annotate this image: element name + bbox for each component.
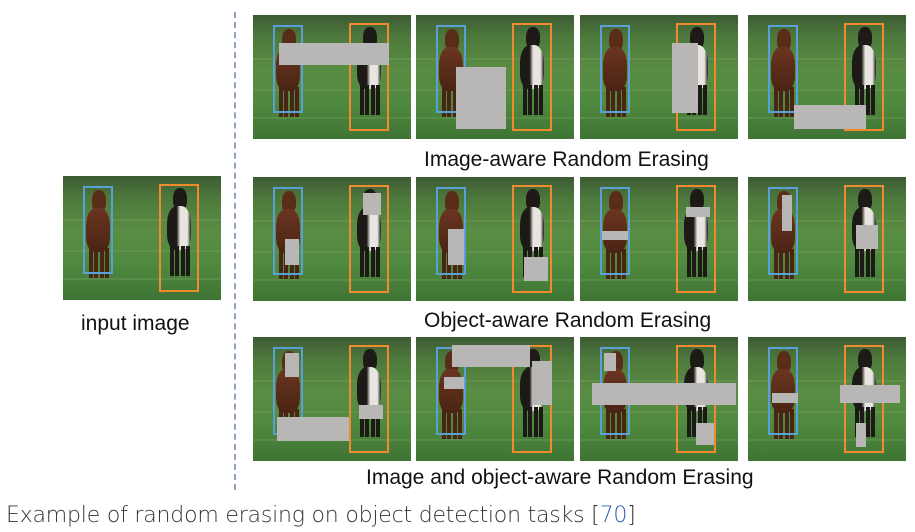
brown-horse	[437, 351, 465, 441]
augmented-panel-r3-c2	[416, 337, 574, 461]
right-bounding-box	[512, 23, 552, 131]
input-image-caption: input image	[81, 312, 190, 335]
augmented-panel-r3-c4	[748, 337, 906, 461]
right-bounding-box	[159, 184, 199, 292]
left-bounding-box	[600, 187, 630, 275]
erase-patch	[686, 207, 710, 217]
erase-patch	[604, 353, 616, 371]
erase-patch	[772, 393, 798, 403]
pinto-horse	[165, 188, 193, 278]
augmented-panel-r1-c2	[416, 15, 574, 139]
row3-caption: Image and object-aware Random Erasing	[366, 466, 754, 489]
erase-patch	[363, 193, 381, 215]
augmented-panel-r1-c3	[580, 15, 738, 139]
footer-text: Example of random erasing on object dete…	[6, 503, 600, 528]
right-bounding-box	[844, 185, 884, 293]
figure-footer-caption: Example of random erasing on object dete…	[6, 503, 636, 528]
left-bounding-box	[768, 25, 798, 113]
erase-patch	[794, 105, 866, 129]
erase-patch	[524, 257, 548, 281]
left-bounding-box	[600, 25, 630, 113]
erase-patch	[277, 417, 349, 441]
right-bounding-box	[349, 23, 389, 131]
right-bounding-box	[349, 345, 389, 453]
left-bounding-box	[273, 25, 303, 113]
right-bounding-box	[844, 23, 884, 131]
left-bounding-box	[768, 187, 798, 275]
left-bounding-box	[273, 187, 303, 275]
erase-patch	[456, 67, 506, 129]
left-bounding-box	[83, 186, 113, 274]
erase-patch	[359, 405, 383, 419]
augmented-panel-r3-c3	[580, 337, 738, 461]
augmented-panel-r3-c1	[253, 337, 411, 461]
brown-horse	[769, 29, 797, 119]
row1-caption: Image-aware Random Erasing	[424, 148, 709, 171]
dashed-divider	[234, 12, 236, 490]
pinto-horse	[850, 27, 878, 117]
figure: input image Image-aware Random Erasing O…	[63, 12, 906, 490]
input-image-panel	[63, 176, 221, 300]
pinto-horse	[518, 27, 546, 117]
left-bounding-box	[768, 347, 798, 435]
augmented-panel-r2-c4	[748, 177, 906, 301]
erase-patch	[696, 423, 714, 445]
right-bounding-box	[349, 185, 389, 293]
augmented-panel-r1-c1	[253, 15, 411, 139]
erase-patch	[532, 361, 552, 405]
erase-patch	[856, 225, 878, 249]
erase-patch	[285, 239, 299, 265]
right-bounding-box	[676, 185, 716, 293]
right-bounding-box	[512, 185, 552, 293]
augmented-panel-r2-c2	[416, 177, 574, 301]
erase-patch	[602, 231, 628, 240]
footer-close: ]	[627, 503, 636, 528]
erase-patch	[840, 385, 900, 403]
erase-patch	[782, 195, 792, 231]
erase-patch	[672, 43, 698, 113]
augmented-panel-r1-c4	[748, 15, 906, 139]
erase-patch	[285, 353, 299, 377]
erase-patch	[444, 377, 464, 389]
erase-patch	[448, 229, 464, 265]
left-bounding-box	[436, 347, 466, 435]
erase-patch	[452, 345, 530, 367]
brown-horse	[769, 351, 797, 441]
left-bounding-box	[436, 187, 466, 275]
brown-horse	[84, 190, 112, 280]
erase-patch	[592, 383, 736, 405]
erase-patch	[856, 423, 866, 447]
augmented-panel-r2-c3	[580, 177, 738, 301]
pinto-horse	[355, 349, 383, 439]
augmented-panel-r2-c1	[253, 177, 411, 301]
brown-horse	[601, 29, 629, 119]
row2-caption: Object-aware Random Erasing	[424, 309, 712, 332]
citation-link[interactable]: 70	[599, 503, 628, 528]
erase-patch	[279, 43, 389, 65]
